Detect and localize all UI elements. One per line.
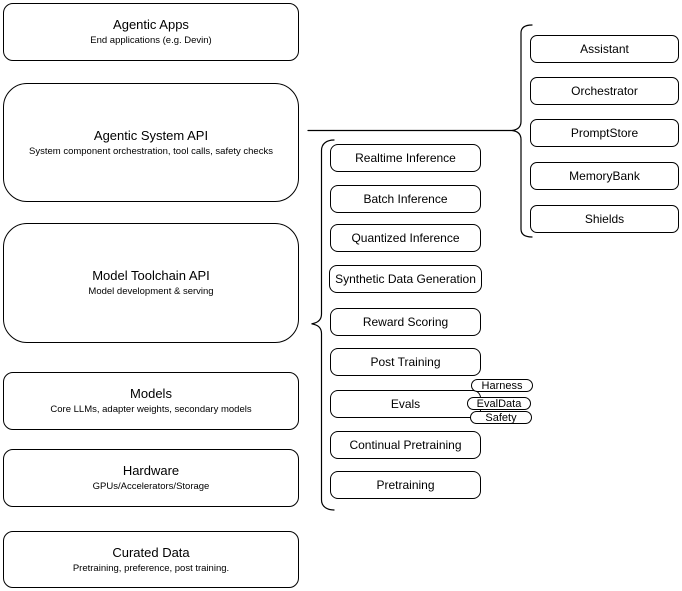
tag-harness: Harness (471, 379, 533, 392)
node-label: Assistant (580, 42, 629, 56)
node-title: Agentic System API (93, 127, 209, 143)
node-label: Evals (390, 397, 421, 411)
node-memorybank: MemoryBank (530, 162, 679, 190)
node-quantized-inference: Quantized Inference (330, 224, 481, 252)
node-title: Hardware (122, 463, 180, 478)
node-label: Orchestrator (571, 84, 638, 98)
node-subtitle: Pretraining, preference, post training. (72, 562, 230, 574)
node-shields: Shields (530, 205, 679, 233)
node-subtitle: End applications (e.g. Devin) (90, 35, 212, 46)
node-model-toolchain-api: Model Toolchain API Model development & … (3, 223, 299, 343)
node-subtitle: Model development & serving (88, 286, 214, 297)
node-label: Batch Inference (363, 192, 448, 206)
tag-evaldata: EvalData (467, 397, 531, 410)
node-assistant: Assistant (530, 35, 679, 63)
tag-safety: Safety (470, 411, 532, 424)
node-realtime-inference: Realtime Inference (330, 144, 481, 172)
node-synthetic-data-generation: Synthetic Data Generation (329, 265, 482, 293)
node-subtitle: Core LLMs, adapter weights, secondary mo… (50, 404, 252, 415)
node-orchestrator: Orchestrator (530, 77, 679, 105)
node-label: Realtime Inference (355, 151, 456, 165)
node-reward-scoring: Reward Scoring (330, 308, 481, 336)
node-label: Post Training (370, 355, 441, 369)
node-subtitle: GPUs/Accelerators/Storage (92, 481, 210, 492)
node-curated-data: Curated Data Pretraining, preference, po… (3, 531, 299, 588)
node-agentic-system-api: Agentic System API System component orch… (3, 83, 299, 202)
node-label: Continual Pretraining (349, 438, 462, 452)
tag-label: Harness (481, 379, 523, 392)
tag-label: EvalData (476, 397, 522, 410)
node-title: Model Toolchain API (92, 268, 210, 283)
node-subtitle: System component orchestration, tool cal… (29, 145, 273, 157)
node-models: Models Core LLMs, adapter weights, secon… (3, 372, 299, 430)
node-label: Synthetic Data Generation (335, 272, 476, 286)
node-label: Quantized Inference (351, 231, 460, 245)
node-batch-inference: Batch Inference (330, 185, 481, 213)
node-label: Shields (584, 212, 625, 226)
node-label: Reward Scoring (362, 315, 449, 329)
node-label: PromptStore (570, 126, 639, 140)
node-post-training: Post Training (330, 348, 481, 376)
node-label: MemoryBank (569, 169, 640, 183)
node-agentic-apps: Agentic Apps End applications (e.g. Devi… (3, 3, 299, 61)
node-pretraining: Pretraining (330, 471, 481, 499)
node-promptstore: PromptStore (530, 119, 679, 147)
right-brace (511, 24, 533, 238)
tag-label: Safety (485, 411, 517, 424)
node-label: Pretraining (376, 478, 435, 492)
node-title: Curated Data (112, 544, 190, 560)
node-evals: Evals (330, 390, 481, 418)
node-continual-pretraining: Continual Pretraining (330, 431, 481, 459)
node-hardware: Hardware GPUs/Accelerators/Storage (3, 449, 299, 507)
node-title: Models (130, 386, 172, 401)
node-title: Agentic Apps (113, 17, 189, 32)
